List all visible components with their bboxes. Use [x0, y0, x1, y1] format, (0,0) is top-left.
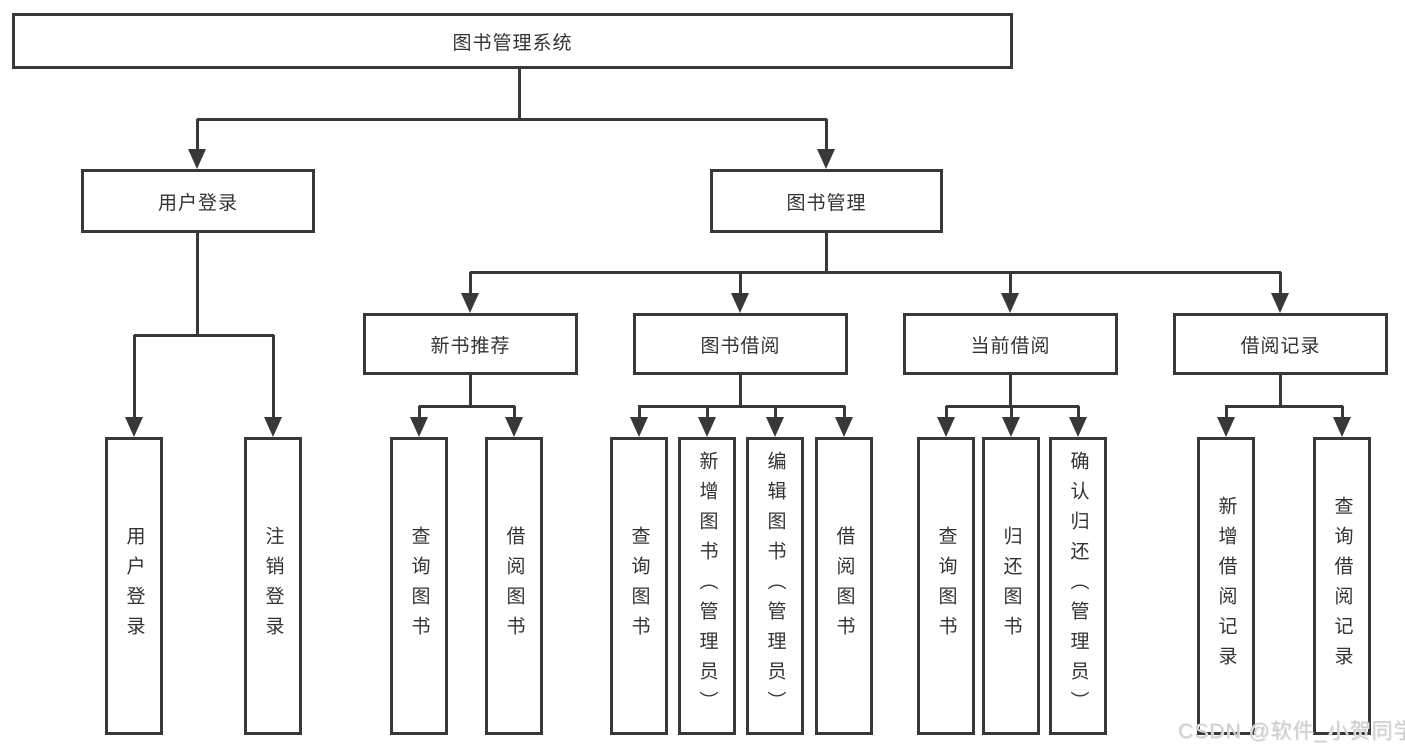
connector-line [134, 334, 274, 337]
arrow-down-icon [410, 417, 428, 437]
node-library-system: 图书管理系统 [12, 13, 1013, 69]
connector-line [418, 406, 421, 418]
node-label: 借阅图书 [503, 526, 525, 646]
node-label: 新增图书（管理员） [696, 451, 718, 721]
node-current-return-book: 归还图书 [982, 437, 1040, 735]
node-label: 用户登录 [157, 192, 238, 214]
node-new-book-recommend: 新书推荐 [363, 313, 578, 375]
arrow-down-icon [698, 417, 716, 437]
node-borrow-edit-book-admin: 编辑图书（管理员） [746, 437, 804, 735]
arrow-down-icon [766, 417, 784, 437]
connector-line [272, 335, 275, 418]
connector-line [197, 118, 827, 121]
node-label: 图书管理 [786, 192, 867, 214]
connector-line [518, 69, 521, 119]
arrow-down-icon [1069, 417, 1087, 437]
connector-line [638, 405, 845, 408]
connector-line [739, 375, 742, 407]
node-label: 用户登录 [123, 526, 145, 646]
node-label: 图书借阅 [700, 335, 781, 357]
connector-line [825, 119, 828, 150]
node-borrow-query-books: 查询图书 [610, 437, 668, 735]
connector-line [946, 405, 1079, 408]
node-logout-action: 注销登录 [244, 437, 302, 735]
node-label: 注销登录 [262, 526, 284, 646]
node-borrowing-records: 借阅记录 [1173, 313, 1388, 375]
connector-line [469, 375, 472, 407]
connector-line [1010, 406, 1013, 418]
connector-line [469, 272, 472, 294]
arrow-down-icon [731, 293, 749, 313]
arrow-down-icon [188, 149, 206, 169]
connector-line [739, 272, 742, 294]
node-label: 借阅图书 [833, 526, 855, 646]
node-current-query-books: 查询图书 [917, 437, 975, 735]
arrow-down-icon [1333, 417, 1351, 437]
node-book-management: 图书管理 [710, 169, 943, 233]
node-label: 查询图书 [408, 526, 430, 646]
node-label: 借阅记录 [1240, 335, 1321, 357]
node-label: 编辑图书（管理员） [764, 451, 786, 721]
node-recommend-query-books: 查询图书 [390, 437, 448, 735]
arrow-down-icon [630, 417, 648, 437]
node-label: 当前借阅 [970, 335, 1051, 357]
node-label: 图书管理系统 [452, 32, 573, 54]
connector-line [638, 406, 641, 418]
connector-line [825, 232, 828, 273]
connector-line [774, 406, 777, 418]
node-record-query-record: 查询借阅记录 [1313, 437, 1371, 735]
arrow-down-icon [1001, 293, 1019, 313]
connector-line [1009, 272, 1012, 294]
node-label: 确认归还（管理员） [1067, 451, 1089, 721]
arrow-down-icon [264, 417, 282, 437]
node-user-login-action: 用户登录 [105, 437, 163, 735]
node-label: 新增借阅记录 [1215, 496, 1237, 676]
node-recommend-borrow-books: 借阅图书 [485, 437, 543, 735]
arrow-down-icon [125, 417, 143, 437]
node-label: 归还图书 [1000, 526, 1022, 646]
arrow-down-icon [1217, 417, 1235, 437]
connector-line [1279, 375, 1282, 407]
connector-line [133, 335, 136, 418]
connector-line [945, 406, 948, 418]
connector-line [1341, 406, 1344, 418]
node-user-login: 用户登录 [81, 169, 315, 233]
connector-line [1009, 375, 1012, 407]
arrow-down-icon [1271, 293, 1289, 313]
connector-line [1279, 272, 1282, 294]
connector-line [1225, 406, 1228, 418]
connector-line [843, 406, 846, 418]
watermark: CSDN @软件_小贺同学 [1178, 720, 1405, 743]
arrow-down-icon [817, 149, 835, 169]
arrow-down-icon [937, 417, 955, 437]
arrow-down-icon [461, 293, 479, 313]
connector-line [419, 405, 515, 408]
node-borrow-borrow-books: 借阅图书 [815, 437, 873, 735]
arrow-down-icon [835, 417, 853, 437]
connector-line [196, 232, 199, 336]
connector-line [470, 271, 1281, 274]
arrow-down-icon [1002, 417, 1020, 437]
connector-line [1225, 405, 1343, 408]
node-book-borrowing: 图书借阅 [633, 313, 848, 375]
node-label: 查询借阅记录 [1331, 496, 1353, 676]
connector-line [196, 119, 199, 150]
connector-line [706, 406, 709, 418]
connector-line [1077, 406, 1080, 418]
node-label: 查询图书 [935, 526, 957, 646]
arrow-down-icon [505, 417, 523, 437]
node-borrow-add-book-admin: 新增图书（管理员） [678, 437, 736, 735]
node-label: 查询图书 [628, 526, 650, 646]
node-current-confirm-return-admin: 确认归还（管理员） [1049, 437, 1107, 735]
node-label: 新书推荐 [430, 335, 511, 357]
node-current-borrowing: 当前借阅 [903, 313, 1118, 375]
node-record-add-record: 新增借阅记录 [1197, 437, 1255, 735]
connector-line [513, 406, 516, 418]
